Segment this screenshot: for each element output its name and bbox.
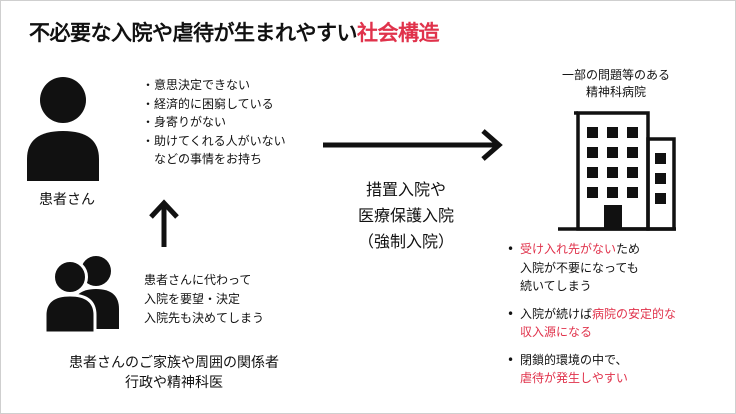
consequence-text: ため — [616, 242, 641, 256]
hospital-label-line: 精神科病院 — [585, 85, 646, 99]
consequence-highlight: 受け入れ先がない — [520, 242, 617, 256]
reason-item: 意思決定できない — [142, 76, 286, 95]
consequence-item: 受け入れ先がないため 入院が不要になっても 続いてしまう — [507, 240, 676, 296]
group-icon — [43, 256, 119, 333]
hospital-building-icon — [558, 111, 676, 231]
reason-item: 身寄りがない — [142, 113, 286, 132]
family-label-line: 患者さんのご家族や周囲の関係者 — [69, 355, 279, 371]
title-accent: 社会構造 — [357, 21, 440, 45]
consequence-item: 入院が続けば病院の安定的な 収入源になる — [507, 305, 676, 342]
consequence-highlight: 虐待が発生しやすい — [520, 371, 628, 385]
consequence-text: 閉鎖的環境の中で、 — [520, 352, 628, 367]
consequence-highlight: 収入源になる — [520, 325, 593, 339]
reason-item: 経済的に困窮している — [142, 95, 286, 114]
consequence-text: 入院が続けば — [520, 306, 593, 321]
family-note-line: 入院先も決めてしまう — [144, 311, 265, 325]
page-title: 不必要な入院や虐待が生まれやすい社会構造 — [29, 17, 440, 47]
family-note-line: 入院を要望・決定 — [144, 292, 241, 306]
consequences-list: 受け入れ先がないため 入院が不要になっても 続いてしまう 入院が続けば病院の安定… — [507, 240, 676, 397]
reason-tail: などの事情をお持ち — [154, 152, 263, 166]
consequence-highlight: 病院の安定的な — [592, 306, 677, 321]
patient-label: 患者さん — [39, 192, 95, 208]
admission-line: 措置入院や — [365, 180, 446, 199]
family-label: 患者さんのご家族や周囲の関係者 行政や精神科医 — [29, 353, 319, 393]
hospital-label: 一部の問題等のある 精神科病院 — [541, 67, 691, 101]
family-label-line: 行政や精神科医 — [125, 375, 223, 391]
family-note-line: 患者さんに代わって — [144, 273, 252, 287]
reason-item: 助けてくれる人がいない — [142, 132, 286, 151]
person-icon — [27, 77, 99, 181]
family-note: 患者さんに代わって 入院を要望・決定 入院先も決めてしまう — [144, 271, 264, 328]
arrow-right-icon — [323, 129, 503, 161]
consequence-text: 入院が不要になっても — [520, 260, 639, 275]
consequence-item: 閉鎖的環境の中で、 虐待が発生しやすい — [507, 351, 676, 388]
admission-line: 医療保護入院 — [357, 206, 454, 225]
hospital-label-line: 一部の問題等のある — [561, 68, 670, 82]
admission-type-label: 措置入院や 医療保護入院 （強制入院） — [331, 177, 481, 255]
title-main: 不必要な入院や虐待が生まれやすい — [29, 21, 358, 45]
consequence-text: 続いてしまう — [520, 279, 592, 293]
patient-reasons-list: 意思決定できない 経済的に困窮している 身寄りがない 助けてくれる人がいない な… — [142, 76, 286, 169]
arrow-up-icon — [149, 199, 179, 247]
admission-line: （強制入院） — [357, 232, 454, 251]
